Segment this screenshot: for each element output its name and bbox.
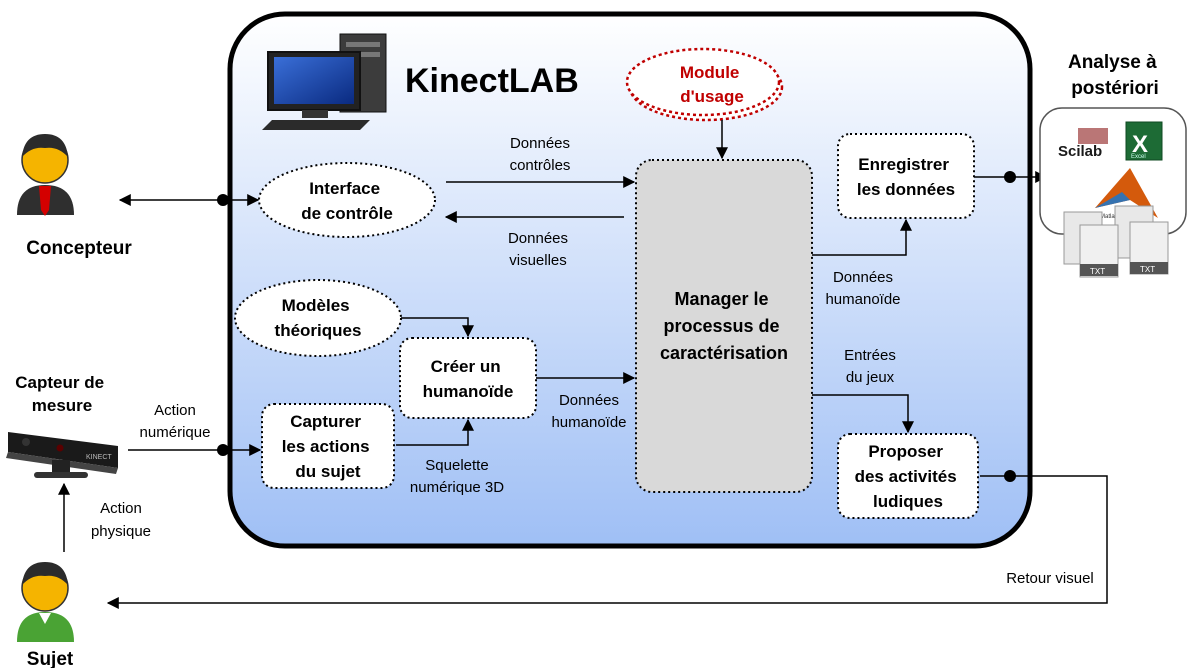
subject-avatar-icon [17, 562, 74, 642]
manager-label-2: processus de [663, 316, 779, 336]
scilab-icon: Scilab [1058, 128, 1108, 160]
humanoid-data-2-label-2: humanoïde [825, 291, 900, 308]
humanoid-data-1-label-2: humanoïde [551, 414, 626, 431]
visual-data-label-1: Données [508, 230, 568, 247]
models-label-2: théoriques [275, 321, 362, 340]
usage-module-node [625, 47, 781, 117]
propose-node [837, 433, 979, 519]
interface-label-1: Interface [309, 179, 380, 198]
svg-text:Enregistrer les données: Enregistrer les données [857, 155, 955, 199]
svg-text:Proposer des activités: Proposer des activités ludiques [855, 442, 962, 511]
models-label-1: Modèles [282, 296, 350, 315]
record-label-1: Enregistrer [858, 155, 949, 174]
game-inputs-label-2: du jeux [846, 369, 895, 386]
svg-text:X: X [1132, 131, 1148, 158]
analysis-label-2: postériori [1071, 78, 1159, 99]
svg-text:Manager le processus de: Manager le processus de caractérisation [660, 289, 788, 363]
svg-text:Créer un humanoïde: Créer un humanoïde [423, 357, 514, 401]
analysis-label-1: Analyse à [1068, 52, 1157, 73]
kinect-sensor-icon: KINECT [6, 432, 118, 478]
sensor-label-1: Capteur de [15, 373, 104, 392]
action-physical-label-1: Action [100, 500, 142, 517]
control-data-label-2: contrôles [510, 157, 571, 174]
svg-text:TXT: TXT [1140, 265, 1155, 274]
capture-label-1: Capturer [290, 412, 361, 431]
record-label-2: les données [857, 180, 955, 199]
skeleton-label-1: Squelette [425, 457, 488, 474]
control-data-label-1: Données [510, 135, 570, 152]
excel-icon: X Excel [1125, 121, 1163, 161]
propose-label-1: Proposer [868, 442, 943, 461]
skeleton-label-2: numérique 3D [410, 479, 504, 496]
manager-node [635, 159, 813, 493]
designer-avatar-icon [17, 134, 74, 216]
svg-text:TXT: TXT [1090, 267, 1105, 276]
svg-text:Analyse à postériori: Analyse à postériori [1068, 52, 1162, 99]
humanoid-data-1-label-1: Données [559, 392, 619, 409]
svg-text:Module d'usage: Module d'usage [680, 63, 744, 106]
designer-label: Concepteur [26, 238, 132, 259]
usage-module-label-1: Module [680, 63, 740, 82]
action-numeric-label-2: numérique [140, 424, 211, 441]
app-title: KinectLAB [405, 62, 579, 100]
propose-label-3: ludiques [873, 492, 943, 511]
manager-label-1: Manager le [674, 289, 768, 309]
action-numeric-label-1: Action [154, 402, 196, 419]
sensor-label-2: mesure [32, 396, 92, 415]
txt-file-icons: TXT TXT [1063, 205, 1169, 278]
svg-text:Capteur de mesure: Capteur de mesure [15, 373, 109, 415]
record-node [837, 133, 975, 219]
sensor-brand: KINECT [86, 454, 112, 461]
humanoid-data-2-label-1: Données [833, 269, 893, 286]
models-node [234, 279, 402, 357]
subject-label: Sujet [27, 649, 74, 668]
visual-data-label-2: visuelles [509, 252, 567, 269]
propose-label-2: des activités [855, 467, 957, 486]
capture-label-3: du sujet [295, 462, 361, 481]
computer-icon [262, 33, 387, 130]
edges [58, 120, 1108, 609]
junction-dots [217, 171, 1016, 482]
svg-text:Capturer les actions d: Capturer les actions du sujet [282, 412, 375, 481]
create-humanoid-node [399, 337, 537, 419]
game-inputs-label-1: Entrées [844, 347, 896, 364]
usage-module-label-2: d'usage [680, 87, 744, 106]
capture-node [261, 403, 395, 489]
action-physical-label-2: physique [91, 523, 151, 540]
create-label-2: humanoïde [423, 382, 514, 401]
svg-text:Excel: Excel [1131, 154, 1146, 160]
capture-label-2: les actions [282, 437, 370, 456]
interface-label-2: de contrôle [301, 204, 393, 223]
svg-text:Matlab: Matlab [1100, 214, 1119, 220]
create-label-1: Créer un [431, 357, 501, 376]
svg-text:Modèles théoriques: Modèles théoriques [275, 296, 362, 340]
svg-text:Interface de contrôle: Interface de contrôle [301, 179, 393, 223]
interface-node [258, 162, 436, 238]
svg-text:Scilab: Scilab [1058, 143, 1102, 160]
visual-feedback-label: Retour visuel [1006, 570, 1094, 587]
manager-label-3: caractérisation [660, 343, 788, 363]
